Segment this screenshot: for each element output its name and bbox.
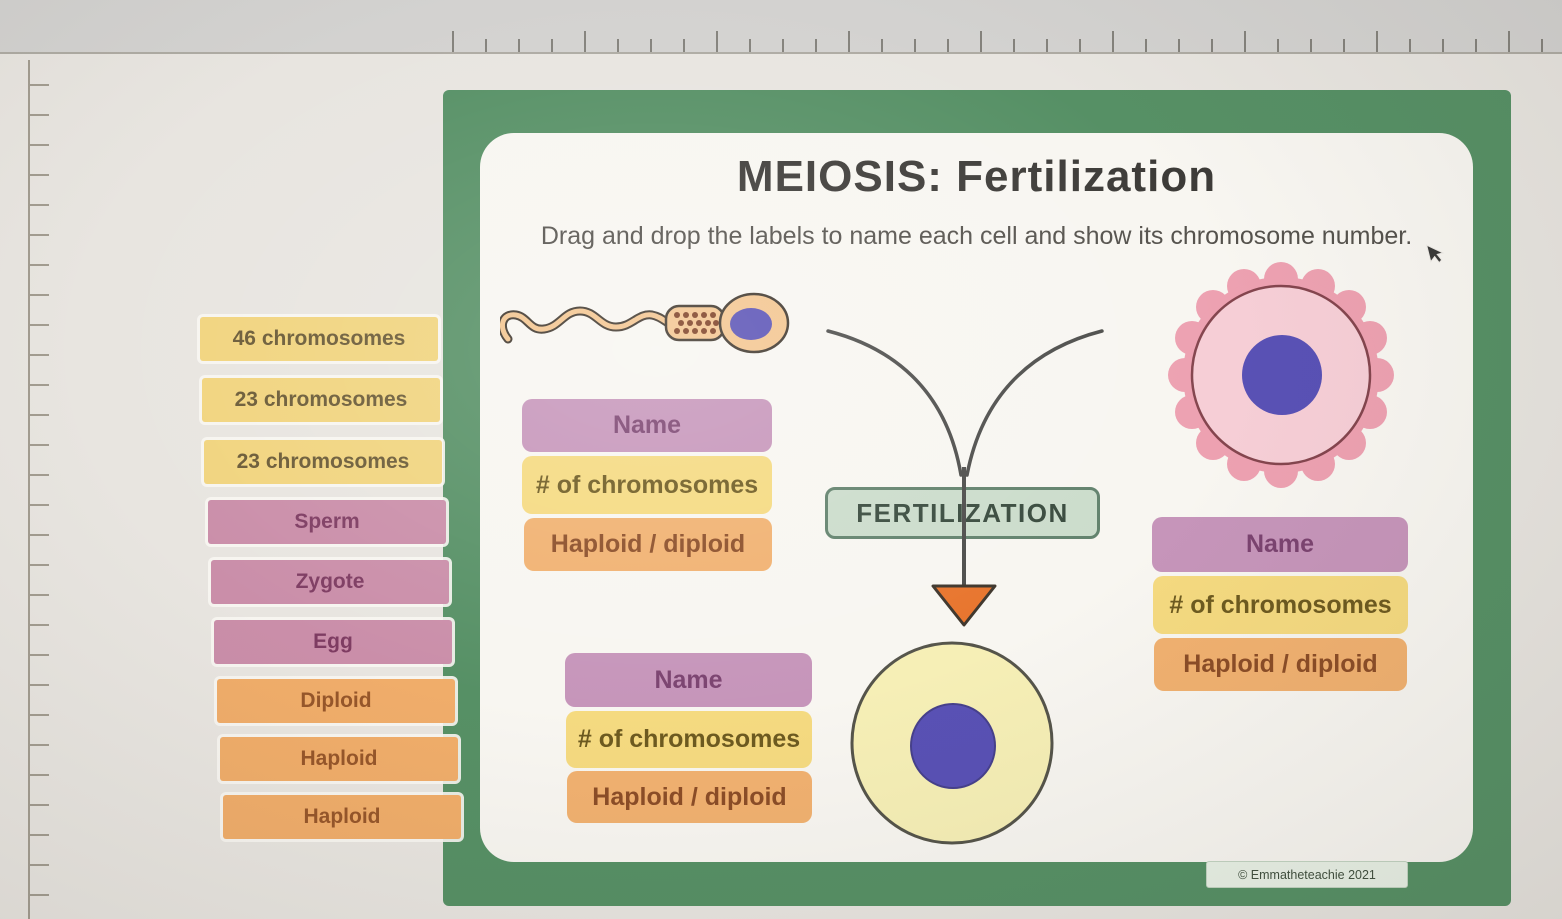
sperm-cell-illustration <box>500 292 790 354</box>
drop-slot-name-egg[interactable]: Name <box>1152 517 1408 572</box>
drop-slot-chromosomes-egg[interactable]: # of chromosomes <box>1153 576 1408 634</box>
drag-label-23-chromosomes-2[interactable]: 23 chromosomes <box>204 440 442 484</box>
top-ruler <box>452 31 1562 52</box>
copyright-badge: © Emmatheteachie 2021 <box>1206 861 1408 888</box>
drop-slot-ploidy-egg[interactable]: Haploid / diploid <box>1154 638 1407 691</box>
ruler-divider-line <box>0 52 1562 54</box>
egg-cell-illustration <box>1168 262 1394 488</box>
drag-label-zygote[interactable]: Zygote <box>211 560 449 604</box>
drop-slot-name-zygote[interactable]: Name <box>565 653 812 707</box>
drop-slot-chromosomes-sperm[interactable]: # of chromosomes <box>522 456 772 514</box>
drag-label-egg[interactable]: Egg <box>214 620 452 664</box>
drag-label-haploid-1[interactable]: Haploid <box>220 737 458 781</box>
drop-slot-name-sperm[interactable]: Name <box>522 399 772 452</box>
left-ruler <box>28 84 49 919</box>
drag-label-diploid[interactable]: Diploid <box>217 679 455 723</box>
fertilization-connector-arrow <box>826 329 1104 627</box>
zygote-cell-illustration <box>850 641 1054 845</box>
drag-label-haploid-2[interactable]: Haploid <box>223 795 461 839</box>
drop-slot-chromosomes-zygote[interactable]: # of chromosomes <box>566 711 812 768</box>
drag-label-23-chromosomes-1[interactable]: 23 chromosomes <box>202 378 440 422</box>
drag-label-sperm[interactable]: Sperm <box>208 500 446 544</box>
instructions-text: Drag and drop the labels to name each ce… <box>540 222 1413 250</box>
drop-slot-ploidy-zygote[interactable]: Haploid / diploid <box>567 771 812 823</box>
drop-slot-ploidy-sperm[interactable]: Haploid / diploid <box>524 518 772 571</box>
drag-label-46-chromosomes[interactable]: 46 chromosomes <box>200 317 438 361</box>
page-title: MEIOSIS: Fertilization <box>736 152 1217 201</box>
mouse-cursor <box>1425 244 1445 264</box>
